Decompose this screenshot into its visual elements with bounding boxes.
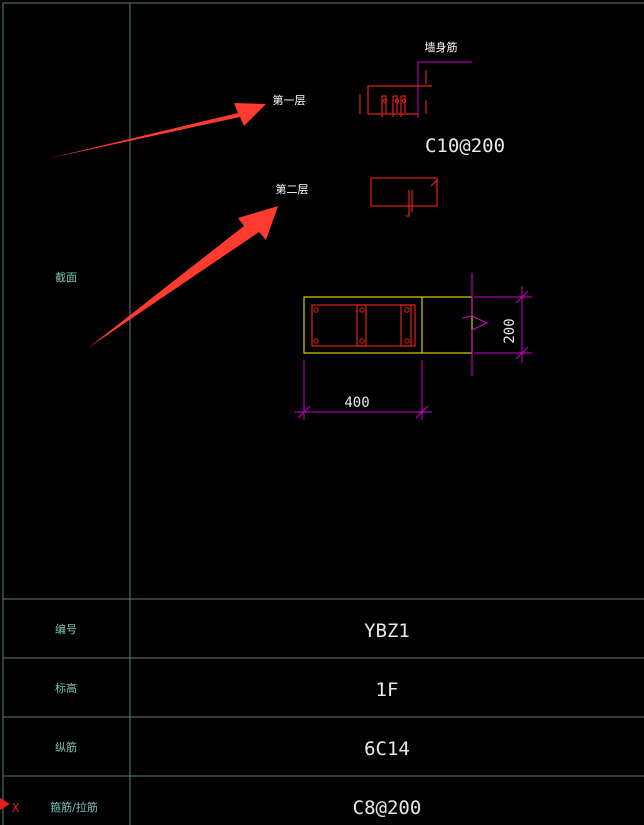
width-dimension: [294, 360, 432, 420]
first-layer-stirrup-detail: [359, 70, 432, 117]
column-longitudinal-bars: [313, 307, 410, 344]
row-value-elevation: 1F: [376, 679, 399, 701]
row-label-elevation: 标高: [55, 681, 77, 695]
ucs-x-label: X: [12, 801, 20, 815]
row-label-stirrup-tie: 箍筋/拉筋: [50, 800, 98, 814]
width-dimension-value: 400: [344, 395, 369, 411]
ucs-icon: X: [0, 798, 20, 815]
layer-two-label: 第二层: [276, 182, 309, 196]
wall-rebar-leader: [417, 61, 472, 118]
ucs-arrow-icon: [0, 798, 10, 810]
stirrup-spec-label: C10@200: [425, 135, 505, 157]
section-break-line: [461, 273, 489, 376]
arrow-to-layer-two: [88, 206, 278, 348]
column-stirrups: [311, 304, 416, 347]
row-value-id: YBZ1: [364, 620, 410, 642]
second-layer-stirrup-detail: [370, 177, 438, 217]
row-label-id: 编号: [55, 622, 77, 636]
column-outline: [303, 296, 473, 354]
first-layer-rebar-dots: [382, 98, 407, 104]
row-value-longitudinal-rebar: 6C14: [364, 738, 410, 760]
section-label: 截面: [55, 270, 77, 284]
height-dimension: [474, 286, 532, 363]
wall-rebar-label: 墙身筋: [425, 40, 458, 54]
row-value-stirrup-tie: C8@200: [353, 797, 422, 819]
height-dimension-value: 200: [502, 318, 518, 343]
arrow-to-layer-one: [46, 103, 266, 159]
row-label-longitudinal-rebar: 纵筋: [55, 740, 77, 754]
layer-one-label: 第一层: [273, 93, 306, 107]
